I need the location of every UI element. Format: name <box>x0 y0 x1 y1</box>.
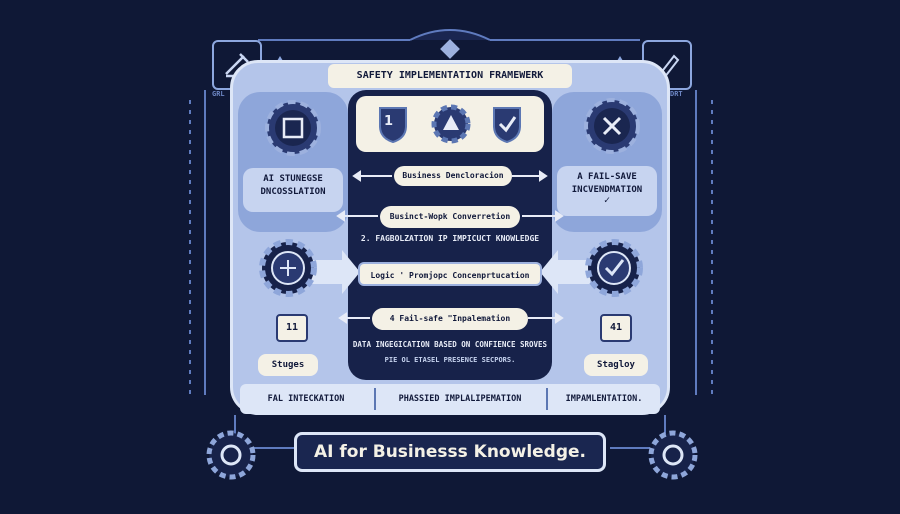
header-bar: SAFETY IMPLEMENTATION FRAMEWERK <box>328 64 572 88</box>
right-title-box: A FAIL-SAVE INCVENDMATION ✓ <box>557 166 657 216</box>
divider <box>374 388 376 410</box>
footer-title: AI for Businesss Knowledge. <box>313 442 587 462</box>
page-title: SAFETY IMPLEMENTATION FRAMEWERK <box>356 70 544 81</box>
diamond-icon <box>440 39 460 59</box>
data-line-1: DATA INGEGICATION BASED ON CONFIENCE SRO… <box>352 340 548 349</box>
right-check-icon: ✓ <box>603 195 611 206</box>
corner-label-left: GRL <box>212 90 225 98</box>
shield-one-number: 1 <box>384 114 394 129</box>
icon-row: 1 <box>356 96 544 152</box>
right-badge-number: 41 <box>609 322 623 333</box>
left-process-gear-icon <box>256 236 320 300</box>
shield-one-icon <box>379 107 407 144</box>
step-2: Businct-Wopk Converretion <box>380 206 520 228</box>
right-stage-label: Stagloy <box>584 354 648 376</box>
left-title-line1: AI STUNEGSE <box>263 174 323 184</box>
bottom-right-gear-icon <box>646 428 700 482</box>
data-line-2: PIE OL ETASEL PRESENCE SECPORS. <box>384 356 516 364</box>
right-check-gear-icon <box>582 236 646 300</box>
divider <box>546 388 548 410</box>
bottom-row: FAL INTECKATION PHASSIED IMPLALIPEMATION… <box>240 384 660 414</box>
right-title-line2: INCVENDMATION <box>571 185 643 195</box>
left-badge-number: 11 <box>285 322 299 333</box>
left-title-box: AI STUNEGSE DNCOSSLATION <box>243 168 343 212</box>
corner-label-right: DRT <box>670 90 683 98</box>
footer-bar: AI for Businesss Knowledge. <box>294 432 606 472</box>
step-1: Business Dencloracion <box>394 166 512 186</box>
bottom-item-1: FAL INTECKATION <box>267 394 345 404</box>
shield-check-icon <box>493 107 521 144</box>
left-title-line2: DNCOSSLATION <box>260 187 326 197</box>
left-stage-label: Stuges <box>258 354 318 376</box>
right-badge: 41 <box>600 314 632 342</box>
right-title-line1: A FAIL-SAVE <box>577 172 637 182</box>
step-3: Logic ' Promjopc Concenprtucation <box>358 262 542 286</box>
bottom-item-3: IMPAMLENTATION. <box>565 394 643 404</box>
left-badge: 11 <box>276 314 308 342</box>
step-4: 4 Fail-safe "Inpalemation <box>372 308 528 330</box>
left-gear-icon <box>263 98 323 158</box>
bottom-left-gear-icon <box>204 428 258 482</box>
bottom-item-2: PHASSIED IMPLALIPEMATION <box>398 394 522 404</box>
step-caption: 2. FAGBOLZATION IP IMPICUCT KNOWLEDGE <box>360 234 540 243</box>
right-close-gear-icon <box>582 96 642 156</box>
gear-warning-icon <box>431 104 471 144</box>
